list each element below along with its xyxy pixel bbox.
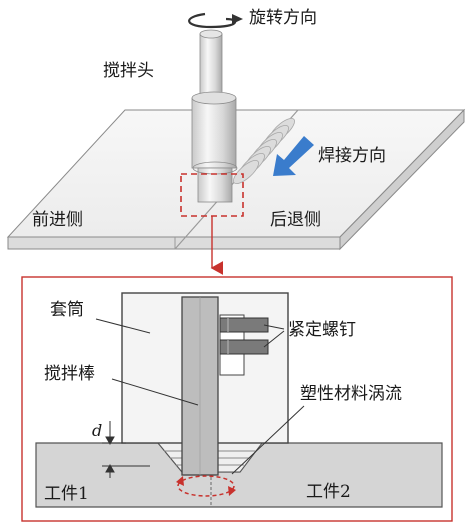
rotation-arrow: [188, 12, 243, 29]
stir-tool: [191, 29, 238, 203]
sleeve-label: 套筒: [50, 300, 84, 320]
advancing-side-label: 前进侧: [32, 210, 83, 230]
set-screw-label: 紧定螺钉: [288, 320, 356, 340]
weld-direction-arrow: [273, 136, 314, 176]
workpiece-2-label: 工件2: [306, 482, 351, 502]
vortex: [176, 475, 236, 497]
stir-pin: [181, 296, 219, 476]
rotation-direction-label: 旋转方向: [249, 8, 317, 28]
plastic-flow-label: 塑性材料涡流: [300, 384, 402, 404]
workpiece-1-label: 工件1: [44, 484, 89, 504]
set-screws: [219, 317, 269, 355]
gap-dimension: [102, 421, 150, 478]
weld-bead: [233, 118, 295, 184]
stir-pin-label: 搅拌棒: [44, 364, 95, 384]
gap-d-label: d: [92, 421, 103, 440]
stir-head-label: 搅拌头: [103, 61, 154, 81]
leader-lines: [95, 318, 305, 475]
weld-direction-label: 焊接方向: [318, 146, 386, 166]
retreating-side-label: 后退侧: [270, 210, 321, 230]
